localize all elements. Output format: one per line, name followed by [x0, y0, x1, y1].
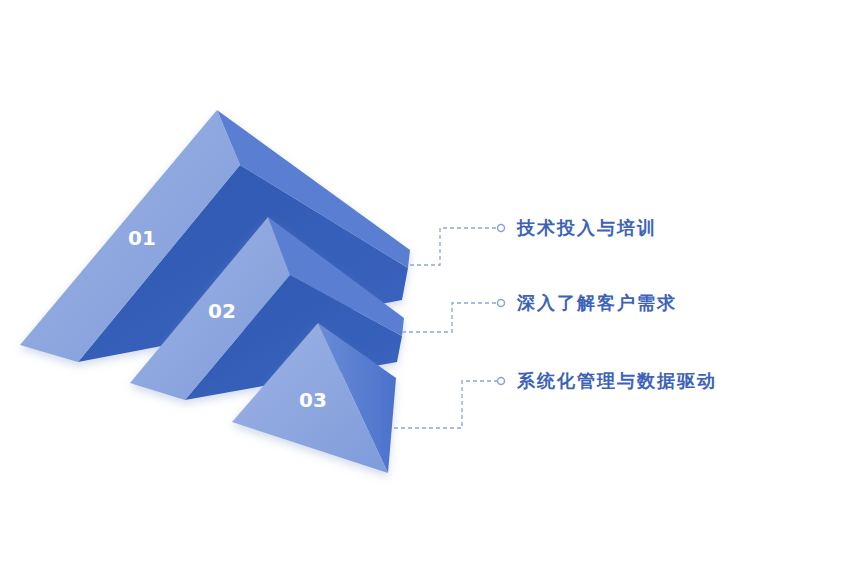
callout-number: 01 [128, 226, 156, 250]
step-label: 深入了解客户需求 [517, 291, 677, 315]
leader-lines [394, 228, 497, 428]
prism-3 [232, 323, 396, 473]
prism-node: 01 [124, 223, 160, 253]
step-label: 技术投入与培训 [517, 216, 657, 240]
step-label: 系统化管理与数据驱动 [517, 369, 717, 393]
callout-number: 02 [208, 299, 236, 323]
leader-dots [498, 225, 505, 385]
prism-node: 03 [295, 385, 331, 415]
prism-node: 02 [204, 296, 240, 326]
callout-number: 03 [299, 388, 327, 412]
